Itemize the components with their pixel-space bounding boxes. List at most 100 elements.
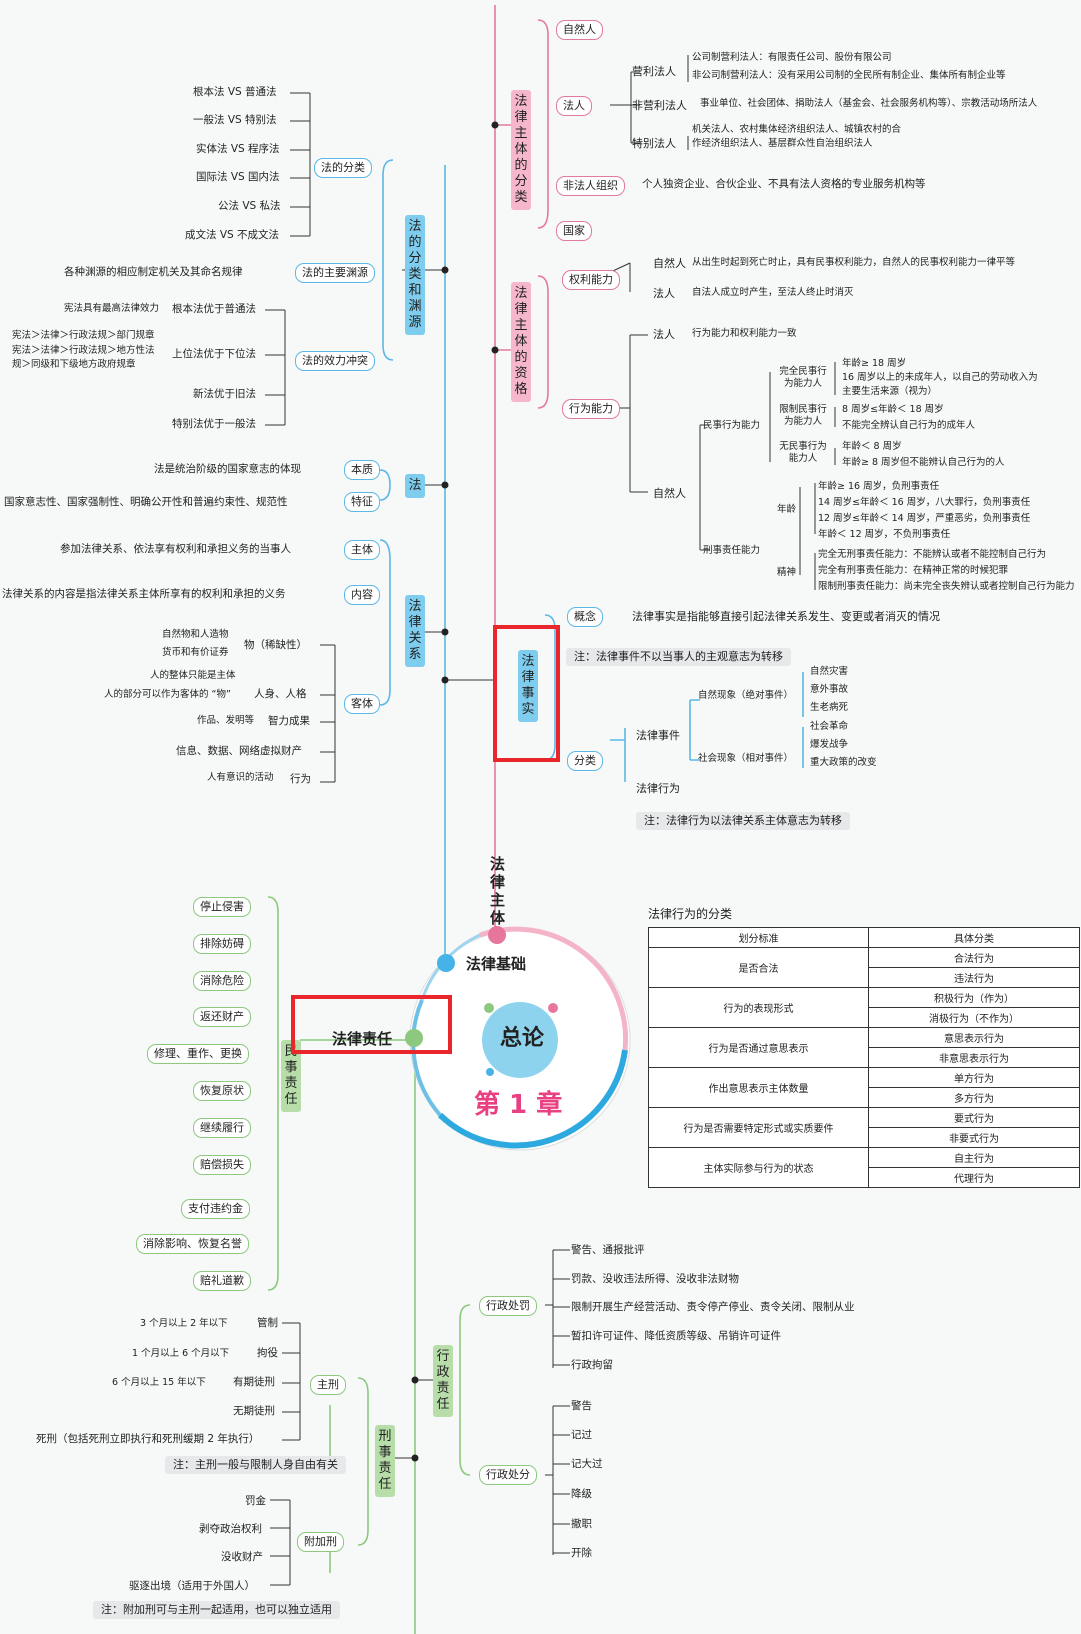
table-row: 行为是否需要特定形式或实质要件要式行为: [648, 1107, 1080, 1148]
node-nonprofit-legal[interactable]: 非营利法人: [632, 99, 687, 112]
full-capacity[interactable]: 完全民事行为能力人: [779, 366, 827, 389]
civil-item-4[interactable]: 修理、重作、更换: [147, 1044, 249, 1064]
table-cell-type: 多方行为: [868, 1087, 1080, 1108]
age-a: 年龄≥ 16 周岁，负刑事责任: [818, 481, 940, 492]
node-act-capacity[interactable]: 行为能力: [562, 399, 620, 419]
rights-legal[interactable]: 法人: [653, 287, 675, 300]
extra-e1: 罚金: [245, 1495, 266, 1507]
civil-item-5[interactable]: 恢复原状: [193, 1081, 251, 1101]
branch-subject[interactable]: 法律主体: [490, 855, 506, 927]
node-law-sources[interactable]: 法的主要渊源: [295, 263, 375, 283]
civil-capacity[interactable]: 民事行为能力: [703, 420, 761, 431]
node-special-legal[interactable]: 特别法人: [632, 137, 676, 150]
object-thing[interactable]: 物（稀缺性）: [244, 639, 307, 651]
civil-item-0[interactable]: 停止侵害: [193, 897, 251, 917]
civil-box[interactable]: 民事责任: [281, 1040, 301, 1112]
sanction-5: 开除: [571, 1547, 592, 1559]
node-state[interactable]: 国家: [556, 221, 592, 241]
full-c: 主要生活来源（视为）: [842, 386, 938, 397]
civil-item-10[interactable]: 赔礼道歉: [193, 1271, 251, 1291]
age-label[interactable]: 年龄: [777, 504, 797, 515]
class-item-1: 一般法 VS 特别法: [193, 114, 277, 126]
admin-box[interactable]: 行政责任: [433, 1345, 453, 1417]
conflict-c2: 上位法优于下位法: [172, 348, 256, 360]
thing-b: 货币和有价证券: [162, 647, 229, 658]
main-m5: 死刑（包括死刑立即执行和死刑缓期 2 年执行）: [36, 1433, 260, 1445]
civil-item-2[interactable]: 消除危险: [193, 971, 251, 991]
limited-capacity[interactable]: 限制民事行为能力人: [779, 404, 827, 427]
extra-note: 注：附加刑可与主刑一起适用，也可以独立适用: [93, 1601, 340, 1619]
highlight-liability: [291, 995, 452, 1054]
node-rel-subject[interactable]: 主体: [344, 540, 380, 560]
object-person[interactable]: 人身、人格: [254, 688, 307, 700]
object-info[interactable]: 信息、数据、网络虚拟财产: [176, 745, 302, 757]
civil-item-1[interactable]: 排除妨碍: [193, 934, 251, 954]
node-law-classes[interactable]: 法的分类: [314, 158, 372, 178]
civil-item-8[interactable]: 支付违约金: [181, 1199, 250, 1219]
node-profit-legal[interactable]: 营利法人: [632, 65, 676, 78]
person-b: 人的部分可以作为客体的 “物”: [104, 689, 231, 700]
table-cell-criterion: 行为的表现形式: [648, 987, 869, 1028]
criminal-capacity[interactable]: 刑事责任能力: [703, 545, 761, 556]
essence-text: 法是统治阶级的国家意志的体现: [154, 463, 301, 475]
node-feature[interactable]: 特征: [344, 492, 380, 512]
conflict-c2-b: 宪法＞法律＞行政法规＞地方性法: [12, 345, 155, 356]
civil-item-7[interactable]: 赔偿损失: [193, 1155, 251, 1175]
object-intel[interactable]: 智力成果: [268, 715, 310, 727]
act-natural[interactable]: 自然人: [653, 487, 686, 500]
node-law-conflict[interactable]: 法的效力冲突: [295, 351, 375, 371]
node-fact-class[interactable]: 分类: [567, 751, 603, 771]
class-item-5: 成文法 VS 不成文法: [185, 229, 280, 241]
natural-phenomena[interactable]: 自然现象（绝对事件）: [698, 690, 794, 701]
extra-e2: 剥夺政治权利: [199, 1523, 262, 1535]
node-admin-sanction[interactable]: 行政处分: [479, 1465, 537, 1485]
rel-subject-text: 参加法律关系、依法享有权利和承担义务的当事人: [60, 543, 291, 555]
node-admin-penalty[interactable]: 行政处罚: [479, 1296, 537, 1316]
node-legal-act[interactable]: 法律行为: [636, 782, 680, 795]
law-box[interactable]: 法: [405, 474, 425, 498]
table-cell-type: 积极行为（作为）: [868, 987, 1080, 1008]
civil-item-6[interactable]: 继续履行: [193, 1118, 251, 1138]
table-row: 行为的表现形式积极行为（作为）: [648, 987, 1080, 1028]
branch-liability[interactable]: 法律责任: [332, 1030, 393, 1048]
relation-box[interactable]: 法律关系: [405, 595, 425, 667]
node-natural-person[interactable]: 自然人: [556, 20, 603, 40]
table-row: 行为是否通过意思表示意思表示行为: [648, 1027, 1080, 1068]
act-legal[interactable]: 法人: [653, 328, 675, 341]
object-behavior[interactable]: 行为: [290, 773, 311, 785]
legal-fact-box[interactable]: 法律事实: [518, 650, 538, 722]
node-rel-content[interactable]: 内容: [344, 585, 380, 605]
concept-text: 法律事实是指能够直接引起法律关系发生、变更或者消灭的情况: [632, 610, 940, 623]
civil-item-3[interactable]: 返还财产: [193, 1007, 251, 1027]
node-extra-penalty[interactable]: 附加刑: [297, 1532, 344, 1552]
conflict-c3: 新法优于旧法: [193, 388, 256, 400]
node-main-penalty[interactable]: 主刑: [310, 1375, 346, 1395]
node-rel-object[interactable]: 客体: [344, 694, 380, 714]
social-phenomena[interactable]: 社会现象（相对事件）: [698, 753, 794, 764]
node-unincorporated[interactable]: 非法人组织: [556, 176, 625, 196]
criminal-box[interactable]: 刑事责任: [375, 1425, 395, 1497]
node-essence[interactable]: 本质: [344, 460, 380, 480]
node-legal-person[interactable]: 法人: [556, 96, 592, 116]
node-rights-capacity[interactable]: 权利能力: [562, 270, 620, 290]
table-row: 作出意思表示主体数量单方行为: [648, 1067, 1080, 1108]
table-cell-criterion: 主体实际参与行为的状态: [648, 1147, 869, 1188]
rights-natural[interactable]: 自然人: [653, 257, 686, 270]
conflict-c1-note: 宪法具有最高法律效力: [64, 303, 160, 314]
law-class-box[interactable]: 法的分类和渊源: [405, 215, 425, 335]
node-concept[interactable]: 概念: [567, 607, 603, 627]
nonprofit-a: 事业单位、社会团体、捐助法人（基金会、社会服务机构等）、宗教活动场所法人: [700, 98, 1038, 109]
no-capacity[interactable]: 无民事行为能力人: [779, 441, 827, 464]
mental-b: 完全有刑事责任能力：在精神正常的时候犯罪: [818, 565, 1009, 576]
subject-capacity-box[interactable]: 法律主体的资格: [511, 282, 531, 402]
subject-classes-box[interactable]: 法律主体的分类: [511, 90, 531, 210]
branch-basis[interactable]: 法律基础: [466, 955, 527, 973]
none-b: 年龄≥ 8 周岁但不能辨认自己行为的人: [842, 457, 1005, 468]
table-cell-type: 代理行为: [868, 1167, 1080, 1188]
table-row: 代理行为: [649, 1167, 1080, 1188]
node-legal-event[interactable]: 法律事件: [636, 729, 680, 742]
civil-item-9[interactable]: 消除影响、恢复名誉: [136, 1234, 249, 1254]
mental-label[interactable]: 精神: [777, 567, 797, 578]
conflict-c2-a: 宪法＞法律＞行政法规＞部门规章: [12, 330, 155, 341]
unincorporated-text: 个人独资企业、合伙企业、不具有法人资格的专业服务机构等: [642, 178, 926, 190]
